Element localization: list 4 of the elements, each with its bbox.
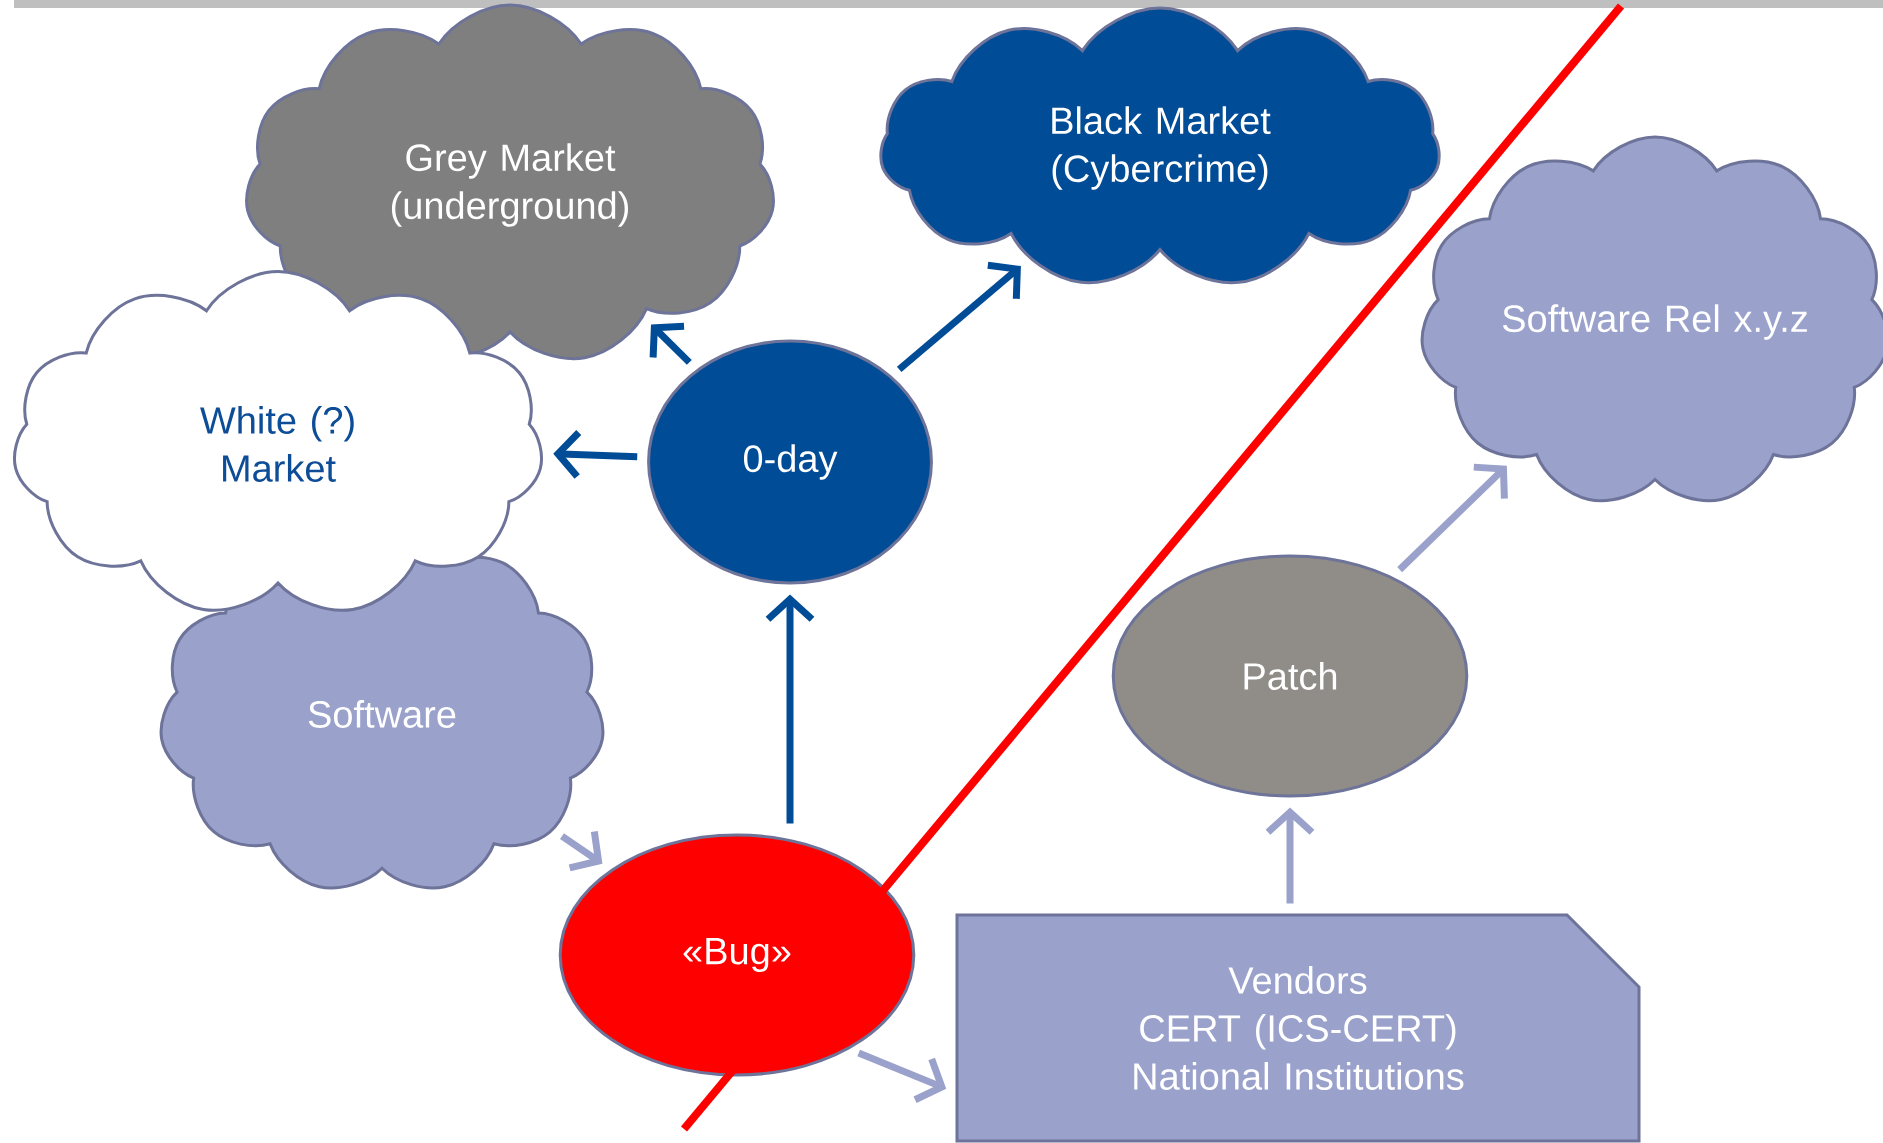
arrow [765, 594, 815, 824]
arrow [1397, 463, 1508, 573]
notched-box: Vendors CERT (ICS-CERT) National Institutions [955, 913, 1641, 1143]
arrow [896, 261, 1021, 372]
